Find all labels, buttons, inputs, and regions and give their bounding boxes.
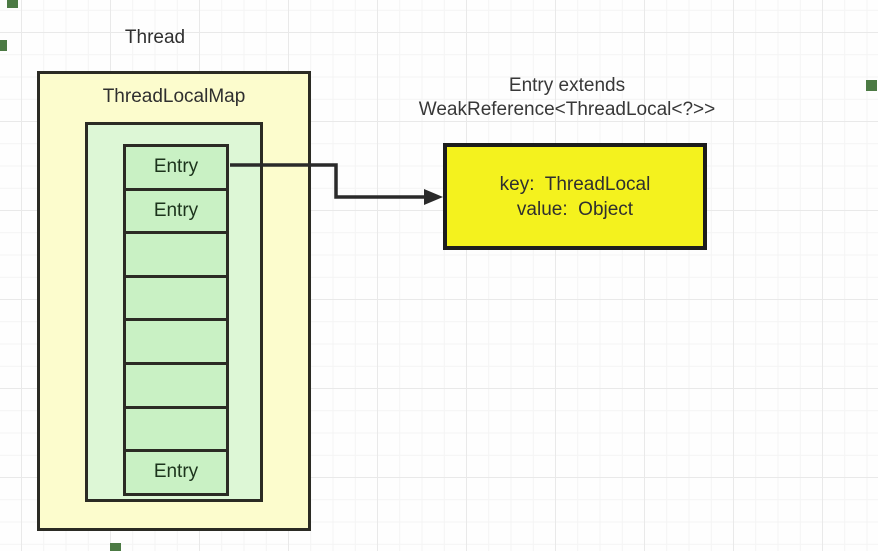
canvas-resize-handle[interactable] <box>110 543 121 551</box>
canvas-resize-handle[interactable] <box>7 0 18 8</box>
entry-cell[interactable] <box>123 231 229 278</box>
entry-value-line: value: Object <box>516 198 634 220</box>
entry-cell[interactable] <box>123 361 229 409</box>
entry-extends-note-line2: WeakReference<ThreadLocal<?>> <box>418 99 716 120</box>
entry-cell[interactable] <box>123 274 229 322</box>
canvas-resize-handle[interactable] <box>866 80 877 91</box>
entry-cell[interactable]: Entry <box>123 187 229 235</box>
canvas-resize-handle[interactable] <box>0 40 7 51</box>
entry-cell[interactable]: Entry <box>123 449 229 496</box>
threadlocalmap-label: ThreadLocalMap <box>102 86 246 107</box>
entry-detail-box[interactable]: key: ThreadLocal value: Object <box>443 143 707 250</box>
entry-table: Entry Entry Entry <box>123 144 229 496</box>
thread-label: Thread <box>124 27 186 48</box>
entry-cell[interactable] <box>123 318 229 365</box>
entry-key-line: key: ThreadLocal <box>499 173 651 195</box>
entry-cell[interactable] <box>123 405 229 453</box>
entry-cell[interactable]: Entry <box>123 144 229 191</box>
entry-extends-note-line1: Entry extends <box>508 75 626 96</box>
entry-extends-note: Entry extends WeakReference<ThreadLocal<… <box>392 74 742 122</box>
